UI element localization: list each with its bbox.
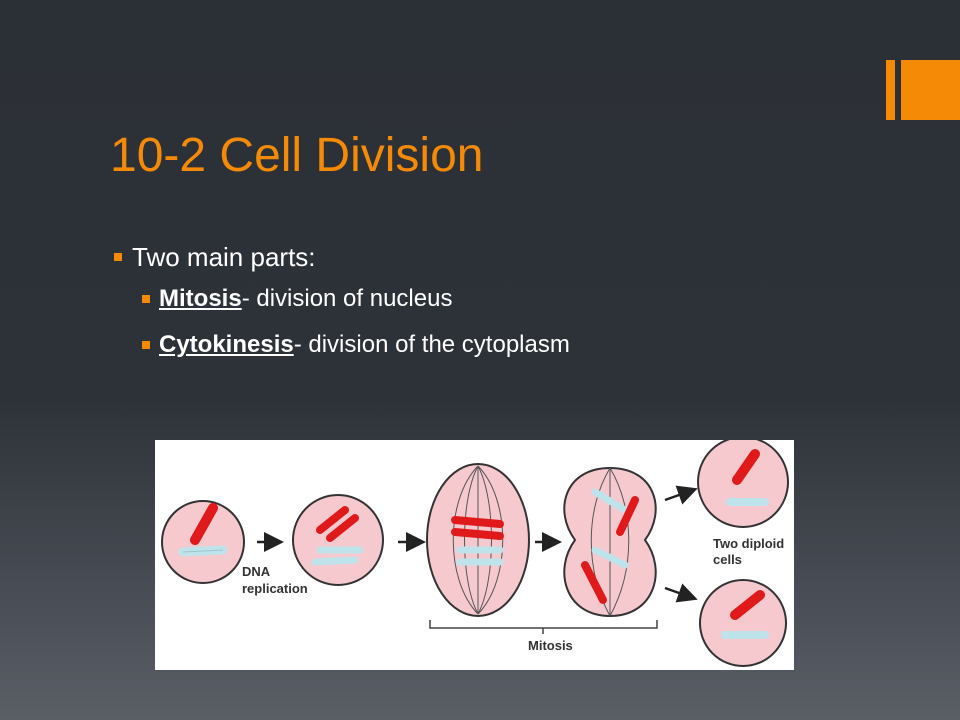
bullet-cytokinesis: Cytokinesis- division of the cytoplasm xyxy=(112,322,570,368)
bullet-list: Two main parts: Mitosis- division of nuc… xyxy=(112,238,570,368)
bullet-main-text: Two main parts: xyxy=(132,242,316,272)
cell-division-svg: DNA replication xyxy=(161,440,789,667)
arrow-4a xyxy=(664,485,698,505)
definition-cytokinesis: - division of the cytoplasm xyxy=(293,331,570,358)
label-two-diploid: Two diploid xyxy=(713,536,784,551)
term-cytokinesis: Cytokinesis xyxy=(159,331,294,358)
label-mitosis: Mitosis xyxy=(528,638,573,653)
accent-block xyxy=(901,60,960,120)
label-replication: replication xyxy=(242,581,308,596)
definition-mitosis: - division of nucleus xyxy=(241,285,453,312)
metaphase-cell xyxy=(426,463,530,617)
daughter-cell-top xyxy=(697,440,789,528)
bullet-square-icon xyxy=(114,253,122,261)
parent-cell xyxy=(161,500,245,584)
replicated-cell xyxy=(292,494,384,586)
bullet-square-icon xyxy=(142,341,150,349)
daughter-cell-bottom xyxy=(699,579,787,667)
bullet-main: Two main parts: xyxy=(112,238,570,276)
dividing-cell xyxy=(563,466,657,618)
arrow-4b xyxy=(664,583,698,603)
bullet-mitosis: Mitosis- division of nucleus xyxy=(112,276,570,322)
mitosis-bracket xyxy=(429,620,658,629)
slide-title: 10-2 Cell Division xyxy=(110,129,484,182)
term-mitosis: Mitosis xyxy=(159,285,242,312)
label-dna: DNA xyxy=(242,564,271,579)
accent-bar xyxy=(886,60,895,120)
cell-division-diagram: DNA replication xyxy=(155,440,794,670)
bullet-square-icon xyxy=(142,295,150,303)
label-cells: cells xyxy=(713,552,742,567)
